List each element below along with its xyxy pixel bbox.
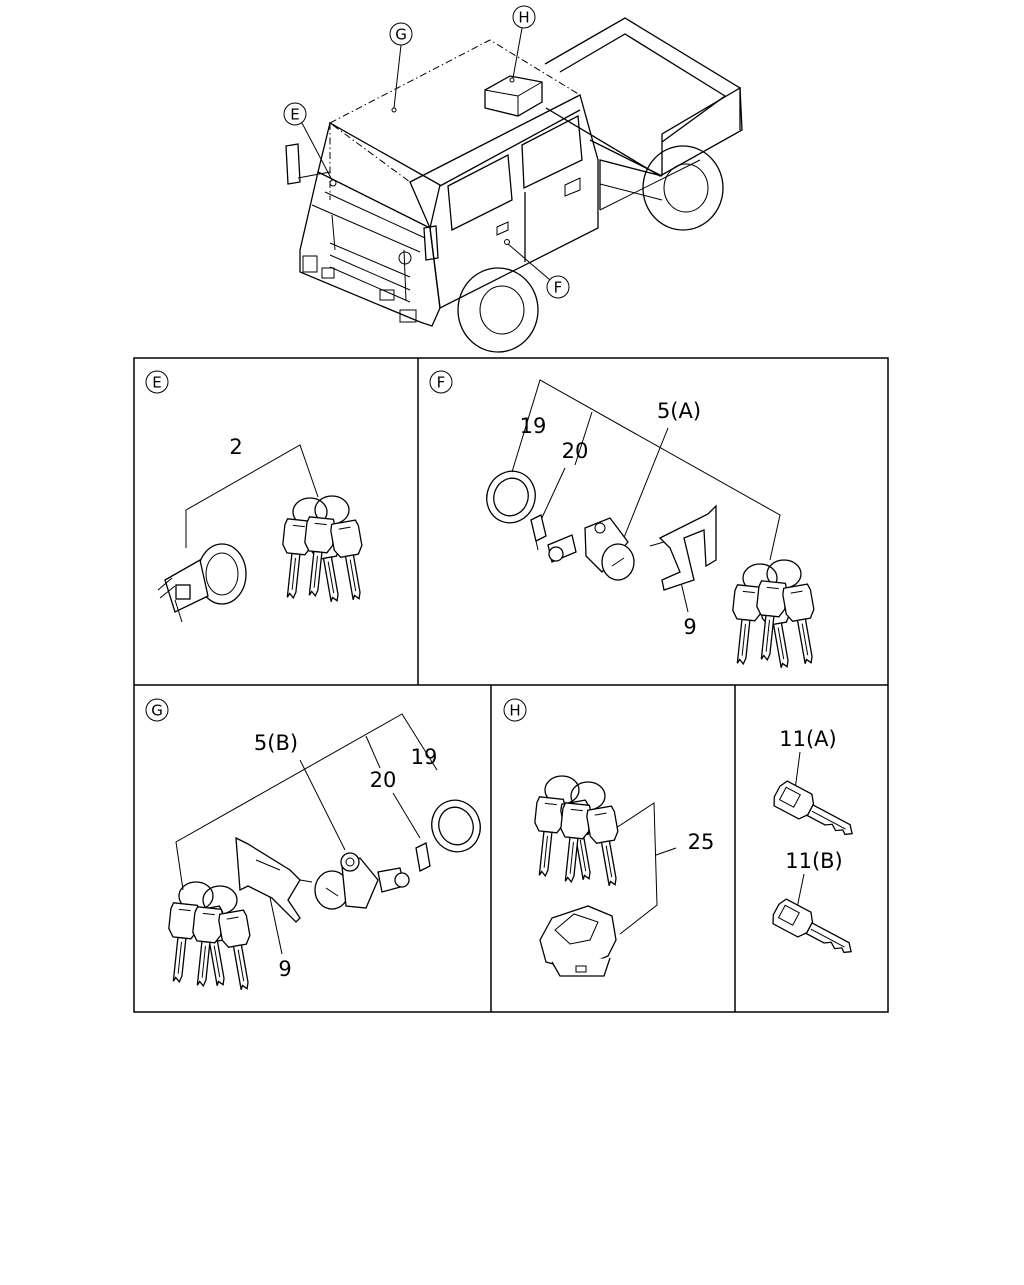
key-set <box>277 496 371 603</box>
part-label-5a: 5(A) <box>657 399 701 423</box>
part-label-11a: 11(A) <box>779 727 836 751</box>
retainer-clip-20 <box>530 514 547 551</box>
truck-front-wheel <box>457 267 539 353</box>
panel-f-letter: F <box>437 374 446 392</box>
panel-h: H 25 <box>503 698 715 977</box>
key-set <box>163 882 259 991</box>
panel-e-letter: E <box>152 374 161 392</box>
callout-h: H <box>512 5 536 79</box>
callout-g: G <box>389 22 413 113</box>
panel-h-letter: H <box>509 702 520 720</box>
callout-f: F <box>507 243 570 299</box>
blank-key-11a <box>769 778 861 845</box>
svg-text:F: F <box>554 279 563 297</box>
svg-text:E: E <box>290 106 299 124</box>
part-label-25: 25 <box>688 830 715 854</box>
part-label-19: 19 <box>411 745 438 769</box>
svg-text:G: G <box>395 26 407 44</box>
fuel-tank-cap <box>539 905 617 977</box>
ignition-lock-cylinder <box>157 543 247 623</box>
svg-text:H: H <box>518 9 529 27</box>
panel-grid <box>133 357 889 1013</box>
callout-e: E <box>283 102 333 181</box>
part-label-20: 20 <box>562 439 589 463</box>
part-label-2: 2 <box>229 435 242 459</box>
door-lock-cylinder-5a <box>547 517 635 581</box>
gasket-19 <box>486 470 536 524</box>
part-label-5b: 5(B) <box>254 731 298 755</box>
blank-key-11b <box>768 896 860 963</box>
part-label-20: 20 <box>370 768 397 792</box>
part-label-9: 9 <box>683 615 696 639</box>
lock-plate-9 <box>235 836 313 923</box>
panel-blank-keys: 11(A) 11(B) <box>768 727 861 963</box>
roof-box <box>484 75 543 117</box>
truck-cargo-bed <box>544 17 743 211</box>
lock-plate-9 <box>649 504 717 591</box>
panel-f: F 19 20 5(A) 9 <box>429 370 823 669</box>
door-lock-cylinder-5b <box>314 852 410 910</box>
panel-g: G 5(B) 19 20 9 <box>145 698 481 991</box>
gasket-19 <box>431 799 481 853</box>
panel-e: E 2 <box>145 370 371 623</box>
part-label-9: 9 <box>278 957 291 981</box>
part-label-19: 19 <box>520 414 547 438</box>
retainer-clip-20 <box>415 842 431 872</box>
part-label-11b: 11(B) <box>785 849 843 873</box>
truck-overview: G H E F <box>283 5 743 353</box>
panel-g-letter: G <box>151 702 163 720</box>
truck-rear-wheel <box>642 145 724 231</box>
key-set <box>529 776 627 887</box>
door-lock-point <box>504 239 510 245</box>
key-set <box>727 560 823 669</box>
truck-cab <box>285 39 599 327</box>
